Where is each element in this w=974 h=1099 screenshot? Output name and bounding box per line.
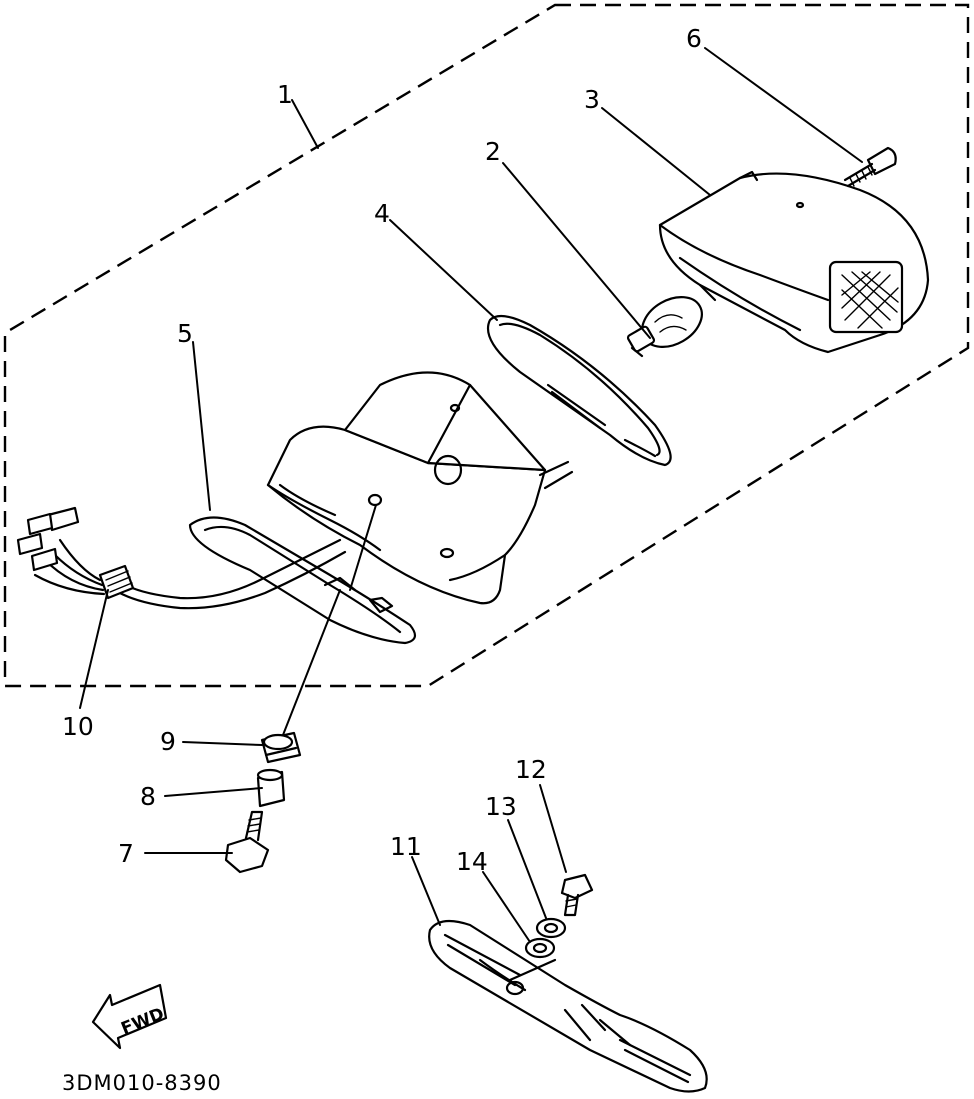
callout-14: 14 [456, 847, 488, 876]
part-bulb [626, 296, 703, 358]
part-screw-12 [560, 873, 594, 917]
callout-6: 6 [686, 24, 702, 53]
part-housing-base [188, 493, 417, 645]
callout-7: 7 [118, 839, 134, 868]
part-collar [256, 768, 286, 808]
callout-10: 10 [62, 712, 94, 741]
part-spring-washer [535, 917, 567, 939]
callout-1: 1 [277, 80, 293, 109]
callout-13: 13 [485, 792, 517, 821]
leader-lines [79, 47, 863, 943]
callout-5: 5 [177, 319, 193, 348]
callout-4: 4 [374, 199, 390, 228]
part-gasket [486, 314, 672, 467]
part-screw [843, 146, 897, 188]
part-wire-harness [16, 506, 347, 610]
callout-11: 11 [390, 832, 422, 861]
callout-labels: 1 2 3 4 5 6 7 8 9 10 11 12 13 14 [62, 24, 702, 876]
assembly-boundary [3, 3, 970, 688]
callout-3: 3 [584, 85, 600, 114]
diagram-code: 3DM010-8390 [62, 1071, 222, 1095]
part-bracket [428, 919, 708, 1093]
part-lens [658, 170, 930, 354]
callout-12: 12 [515, 755, 547, 784]
part-grommet [260, 731, 302, 764]
part-washer [524, 937, 556, 959]
part-housing [266, 371, 574, 605]
callout-2: 2 [485, 137, 501, 166]
part-bolt [224, 810, 270, 874]
callout-9: 9 [160, 727, 176, 756]
callout-8: 8 [140, 782, 156, 811]
forward-direction-arrow: FWD [91, 983, 168, 1050]
